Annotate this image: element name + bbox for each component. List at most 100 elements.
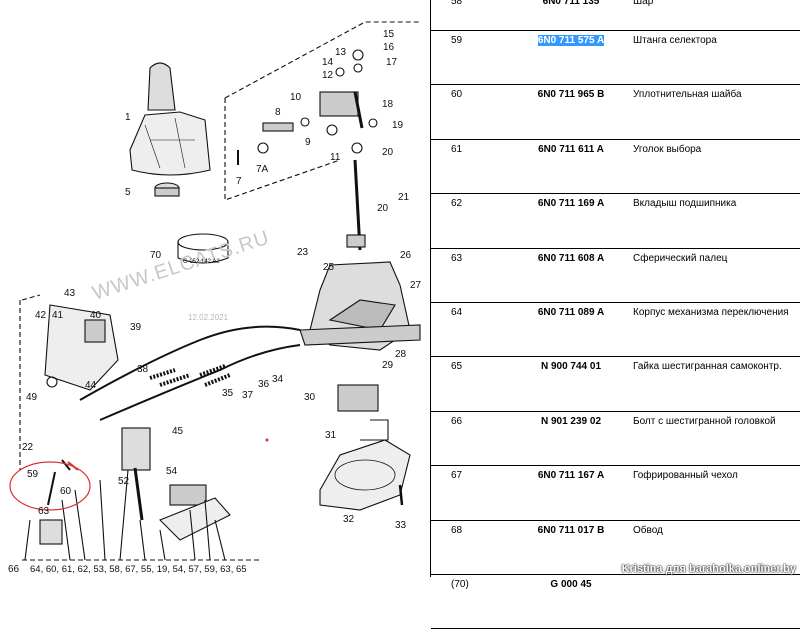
label-7a: 7A (256, 164, 269, 175)
table-row[interactable]: 60 6N0 711 965 B Уплотнительная шайба (431, 84, 800, 140)
label-59: 59 (27, 469, 39, 480)
table-row[interactable]: (70) G 000 45 (431, 574, 800, 629)
label-21: 21 (398, 192, 410, 203)
table-row[interactable]: 58 6N0 711 135 Шар (431, 0, 800, 31)
parts-list-panel: 58 6N0 711 135 Шар 59 6N0 711 575 A Штанга се… (430, 0, 800, 629)
part-position: 65 (431, 356, 521, 412)
label-49: 49 (26, 392, 38, 403)
date-stamp: 12.02.2021 (188, 313, 229, 322)
part-name (621, 574, 800, 629)
part-number-text[interactable]: 6N0 711 089 A (537, 306, 605, 318)
label-12: 12 (322, 70, 334, 81)
part-name-text: Сферический палец (633, 252, 728, 264)
part-position: 62 (431, 193, 521, 249)
label-42: 42 (35, 310, 47, 321)
part-number-text[interactable]: 6N0 711 611 A (538, 143, 604, 155)
label-18: 18 (382, 99, 394, 110)
part-number-text[interactable]: 6N0 711 575 A (537, 35, 605, 46)
table-row[interactable]: 59 6N0 711 575 A Штанга селектора (431, 30, 800, 86)
floor-cover (319, 439, 411, 511)
label-37: 37 (242, 390, 254, 401)
part-number-text[interactable]: 6N0 711 965 B (537, 89, 605, 101)
label-14: 14 (322, 57, 334, 68)
footer-watermark: Kristina для baraholka.onliner.by (621, 563, 796, 575)
part-number: 6N0 711 608 A (521, 248, 621, 303)
label-38: 38 (137, 364, 149, 375)
table-row[interactable]: 64 6N0 711 089 A Корпус механизма переключ… (431, 302, 800, 358)
part-name: Шар (621, 0, 800, 31)
part-name: Уплотнительная шайба (621, 84, 800, 140)
label-1: 1 (125, 112, 131, 123)
parts-table: 58 6N0 711 135 Шар 59 6N0 711 575 A Штанга се… (431, 0, 800, 629)
label-44: 44 (85, 380, 97, 391)
part-number-text[interactable]: 6N0 711 017 B (537, 524, 605, 536)
part-number-text[interactable]: G 000 45 (550, 578, 592, 590)
part-name-text: Корпус механизма переключения (633, 306, 789, 318)
table-row[interactable]: 68 6N0 711 017 B Обвод (431, 520, 800, 575)
label-27: 27 (410, 280, 422, 291)
label-11: 11 (330, 152, 341, 163)
part-number: 6N0 711 169 A (521, 193, 621, 249)
label-32: 32 (343, 514, 355, 525)
table-row[interactable]: 62 6N0 711 169 A Вкладыш подшипника (431, 193, 800, 249)
part-name-text: Болт с шестигранной головкой (633, 415, 776, 427)
part-number-text[interactable]: 6N0 711 169 A (537, 198, 605, 210)
part-number: 6N0 711 167 A (521, 465, 621, 521)
part-name: Уголок выбора (621, 139, 800, 195)
part-name-text: Штанга селектора (633, 35, 717, 46)
part-name-text: Обвод (633, 524, 663, 536)
part-number-text[interactable]: N 901 239 02 (540, 415, 602, 427)
table-row[interactable]: 67 6N0 711 167 A Гофрированный чехол (431, 465, 800, 521)
part-number: 6N0 711 965 B (521, 84, 621, 140)
table-row[interactable]: 63 6N0 711 608 A Сферический палец (431, 248, 800, 303)
part-position-text: 60 (451, 89, 463, 101)
label-30: 30 (304, 392, 316, 403)
part-name-text: Шар (633, 0, 654, 7)
part-name-text: Уплотнительная шайба (633, 89, 742, 101)
part-position: (70) (431, 574, 521, 629)
table-row[interactable]: 65 N 900 744 01 Гайка шестигранная самокон… (431, 356, 800, 412)
part-name-text: Вкладыш подшипника (633, 198, 737, 210)
part-position-text: 63 (451, 252, 463, 264)
part-name-text: Гофрированный чехол (633, 470, 738, 482)
table-row[interactable]: 66 N 901 239 02 Болт с шестигранной головк… (431, 411, 800, 467)
selector-cable (79, 325, 301, 401)
label-45: 45 (172, 426, 184, 437)
part-position-text: 59 (451, 35, 463, 46)
parts-diagram: WWW.ELCATS.RU 12.02.2021 1 5 70 G 052 14… (0, 0, 430, 577)
label-31: 31 (325, 430, 337, 441)
label-34: 34 (272, 374, 284, 385)
table-row[interactable]: 61 6N0 711 611 A Уголок выбора (431, 139, 800, 195)
part-position: 61 (431, 139, 521, 195)
part-name-text: Гайка шестигранная самоконтр. (633, 361, 782, 373)
part-number: 6N0 711 089 A (521, 302, 621, 358)
part-position-text: 62 (451, 198, 463, 210)
label-66: 66 (8, 564, 20, 575)
part-position: 68 (431, 520, 521, 575)
part-position-text: 67 (451, 470, 463, 482)
part-name: Штанга селектора (621, 30, 800, 86)
part-position-text: 58 (451, 0, 463, 7)
label-23: 23 (297, 247, 309, 258)
part-number: 6N0 711 017 B (521, 520, 621, 575)
part-position: 58 (431, 0, 521, 31)
part-number: 6N0 711 135 (521, 0, 621, 31)
part-name: Корпус механизма переключения (621, 302, 800, 358)
label-7: 7 (236, 176, 242, 187)
part-number-text[interactable]: 6N0 711 167 A (537, 470, 605, 482)
shift-boot (129, 111, 211, 176)
part-name: Вкладыш подшипника (621, 193, 800, 249)
part-position-text: 66 (451, 415, 463, 427)
highlight-circle (9, 461, 91, 511)
part-name: Обвод (621, 520, 800, 575)
part-name: Гофрированный чехол (621, 465, 800, 521)
label-28: 28 (395, 349, 407, 360)
part-name: Гайка шестигранная самоконтр. (621, 356, 800, 412)
part-position: 64 (431, 302, 521, 358)
label-g052: G 052 142 A2 (183, 259, 220, 265)
part-number-text[interactable]: 6N0 711 608 A (537, 252, 605, 264)
part-number-text[interactable]: 6N0 711 135 (542, 0, 600, 7)
part-number-text[interactable]: N 900 744 01 (540, 361, 602, 373)
part-position: 67 (431, 465, 521, 521)
part-number: N 901 239 02 (521, 411, 621, 467)
